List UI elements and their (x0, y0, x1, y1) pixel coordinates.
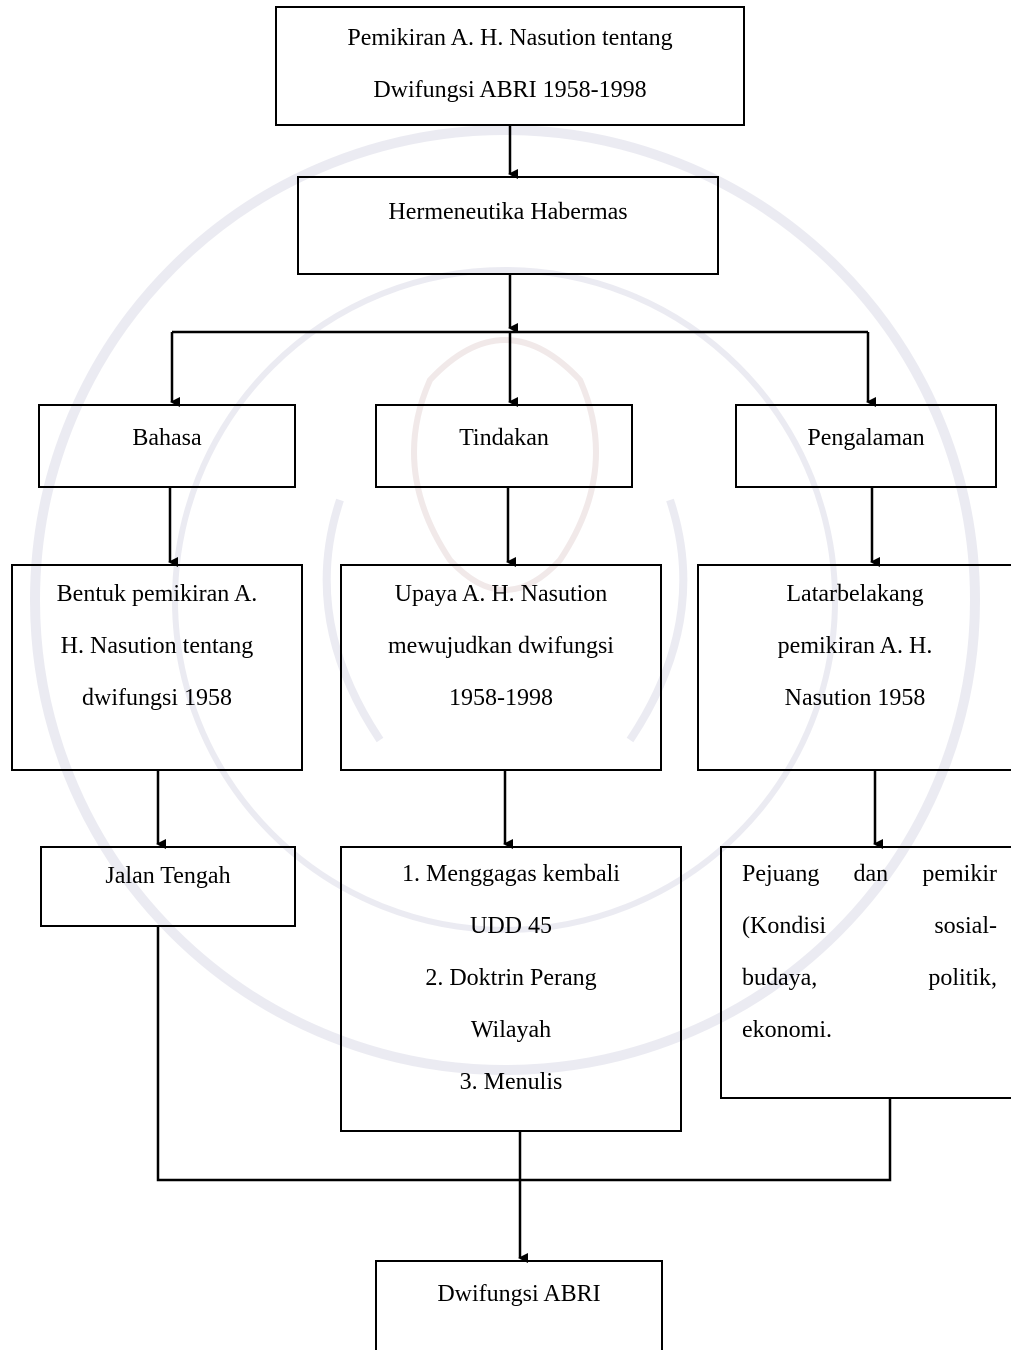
pejuang-word-6: budaya, (742, 965, 818, 991)
aspect-bahasa-label: Bahasa (132, 425, 202, 451)
final-label: Dwifungsi ABRI (437, 1281, 601, 1307)
upaya-line-1: Upaya A. H. Nasution (394, 581, 608, 607)
final-box: Dwifungsi ABRI (375, 1260, 663, 1350)
upaya-box: Upaya A. H. Nasution mewujudkan dwifungs… (340, 564, 662, 771)
pejuang-word-7: politik, (928, 965, 997, 991)
pejuang-row-1: Pejuang dan pemikir (742, 848, 997, 900)
list-line-4: Wilayah (470, 1017, 552, 1043)
upaya-line-3: 1958-1998 (449, 685, 553, 711)
jalan-tengah-box: Jalan Tengah (40, 846, 296, 927)
bentuk-pemikiran-box: Bentuk pemikiran A. H. Nasution tentang … (11, 564, 303, 771)
list-line-2: UDD 45 (470, 913, 552, 939)
aspect-bahasa-box: Bahasa (38, 404, 296, 488)
upaya-line-2: mewujudkan dwifungsi (388, 633, 614, 659)
method-label: Hermeneutika Habermas (388, 199, 628, 225)
jalan-tengah-label: Jalan Tengah (105, 863, 231, 889)
method-box: Hermeneutika Habermas (297, 176, 719, 275)
latarbelakang-box: Latarbelakang pemikiran A. H. Nasution 1… (697, 564, 1011, 771)
topic-line-1: Pemikiran A. H. Nasution tentang (347, 25, 673, 51)
pejuang-word-1: Pejuang (742, 861, 820, 887)
pejuang-row-4: ekonomi. (742, 1004, 997, 1056)
topic-box: Pemikiran A. H. Nasution tentang Dwifung… (275, 6, 745, 126)
pejuang-word-5: sosial- (934, 913, 997, 939)
pejuang-box: Pejuang dan pemikir (Kondisi sosial- bud… (720, 846, 1011, 1099)
latar-line-1: Latarbelakang (786, 581, 924, 607)
pejuang-word-2: dan (853, 861, 889, 887)
bentuk-line-1: Bentuk pemikiran A. (56, 581, 258, 607)
aspect-tindakan-label: Tindakan (459, 425, 549, 451)
pejuang-word-4: (Kondisi (742, 913, 826, 939)
latar-line-3: Nasution 1958 (784, 685, 926, 711)
list-line-1: 1. Menggagas kembali (402, 861, 620, 887)
list-line-3: 2. Doktrin Perang (425, 965, 597, 991)
latar-line-2: pemikiran A. H. (777, 633, 933, 659)
pejuang-row-2: (Kondisi sosial- (742, 900, 997, 952)
list-line-5: 3. Menulis (459, 1069, 563, 1095)
bentuk-line-3: dwifungsi 1958 (82, 685, 232, 711)
aspect-pengalaman-label: Pengalaman (807, 425, 925, 451)
topic-line-2: Dwifungsi ABRI 1958-1998 (373, 77, 647, 103)
pejuang-word-3: pemikir (922, 861, 997, 887)
aspect-pengalaman-box: Pengalaman (735, 404, 997, 488)
bentuk-line-2: H. Nasution tentang (60, 633, 254, 659)
pejuang-row-3: budaya, politik, (742, 952, 997, 1004)
aspect-tindakan-box: Tindakan (375, 404, 633, 488)
upaya-list-box: 1. Menggagas kembali UDD 45 2. Doktrin P… (340, 846, 682, 1132)
pejuang-word-8: ekonomi. (742, 1017, 832, 1043)
